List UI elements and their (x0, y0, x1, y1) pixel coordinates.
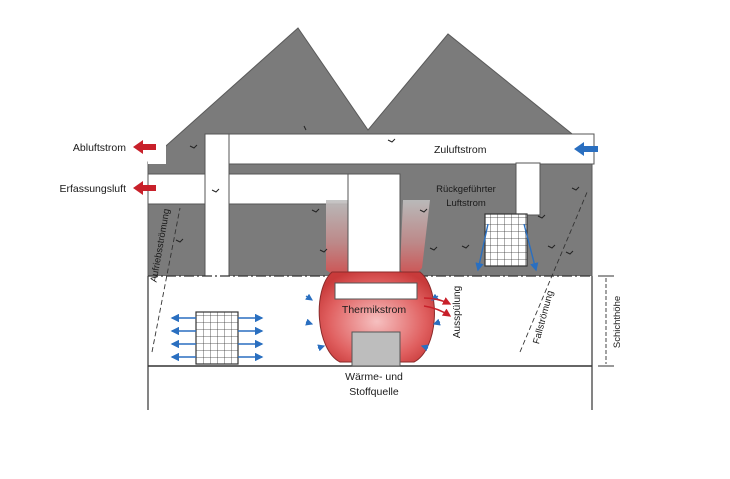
capture-hood-duct (347, 173, 401, 285)
plume-column (326, 200, 350, 278)
label-recirculated-1: Rückgeführter (436, 184, 496, 195)
label-thermal: Thermikstrom (342, 304, 406, 316)
flushing-arrows (423, 297, 452, 317)
label-exhaust: Abluftstrom (73, 142, 126, 154)
label-source-1: Wärme- und (345, 371, 403, 383)
hood-opening (334, 282, 418, 300)
diffuser-right (484, 213, 528, 267)
label-supply: Zuluftstrom (434, 144, 487, 156)
label-source-2: Stoffquelle (349, 386, 399, 398)
exhaust-duct (148, 134, 166, 164)
label-flushing: Ausspülung (452, 286, 463, 338)
supply-duct-down-leg (515, 162, 541, 216)
supply-arrow (574, 142, 598, 156)
diffuser-right-arrows (475, 223, 539, 272)
downflow-line (519, 189, 589, 353)
supply-duct (204, 133, 595, 165)
exhaust-arrow (133, 140, 156, 154)
heat-source-box (351, 331, 401, 367)
capture-arrow (133, 181, 156, 195)
label-recirculated-2: Luftstrom (446, 198, 486, 209)
label-capture: Erfassungsluft (59, 183, 126, 195)
diffuser-left (195, 311, 239, 365)
diffuser-left-arrows (170, 313, 264, 362)
label-layer-height: Schichthöhe (612, 296, 623, 348)
air-swirls (175, 125, 580, 255)
return-column (400, 200, 430, 278)
upflow-line (151, 207, 181, 353)
